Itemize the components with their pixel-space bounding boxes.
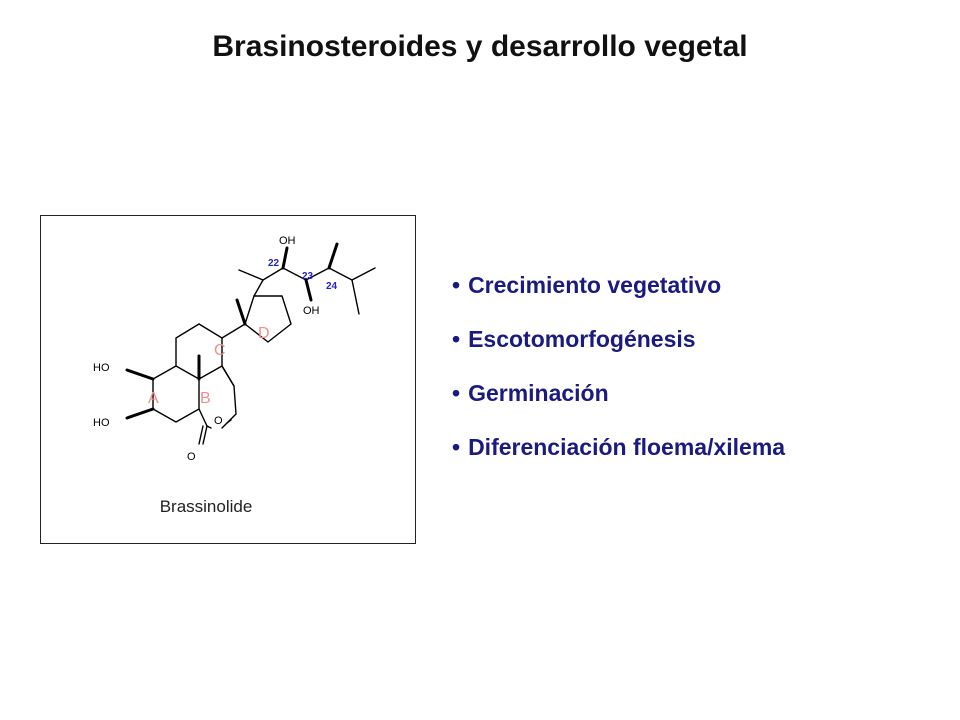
carbon-number-24: 24: [326, 281, 338, 292]
ring-label-a: A: [148, 390, 159, 407]
bullet-marker: •: [452, 380, 461, 406]
bullet-marker: •: [452, 272, 461, 298]
bullet-item: • Diferenciación floema/xilema: [452, 424, 785, 478]
bullet-item: • Crecimiento vegetativo: [452, 262, 785, 316]
bullet-marker: •: [452, 434, 461, 460]
bullet-item: • Escotomorfogénesis: [452, 316, 785, 370]
bullet-text: Crecimiento vegetativo: [468, 272, 722, 298]
lactone-o-label: O: [214, 415, 223, 427]
bullet-text: Escotomorfogénesis: [468, 326, 696, 352]
ring-label-d: D: [258, 325, 270, 342]
bullet-marker: •: [452, 326, 461, 352]
bullet-text: Diferenciación floema/xilema: [468, 434, 786, 460]
brassinolide-figure: HO HO OH OH O O 22 23 24 A B C D Brassin…: [40, 215, 416, 544]
bullet-list: • Crecimiento vegetativo • Escotomorfogéne…: [452, 262, 785, 478]
ho-lower-label: HO: [93, 417, 110, 429]
oh-23-label: OH: [303, 305, 320, 317]
oh-22-label: OH: [279, 235, 296, 247]
carbon-number-22: 22: [268, 258, 280, 269]
carbonyl-o-label: O: [187, 451, 196, 463]
ring-label-c: C: [214, 342, 226, 359]
ring-label-b: B: [200, 390, 211, 407]
slide-title: Brasinosteroides y desarrollo vegetal: [212, 30, 748, 63]
ho-upper-label: HO: [93, 362, 110, 374]
figure-caption: Brassinolide: [160, 497, 253, 516]
brassinolide-structure: HO HO OH OH O O 22 23 24 A B C D Brassin…: [93, 235, 376, 516]
bullet-text: Germinación: [468, 380, 609, 406]
carbon-number-23: 23: [302, 271, 314, 282]
bullet-item: • Germinación: [452, 370, 785, 424]
